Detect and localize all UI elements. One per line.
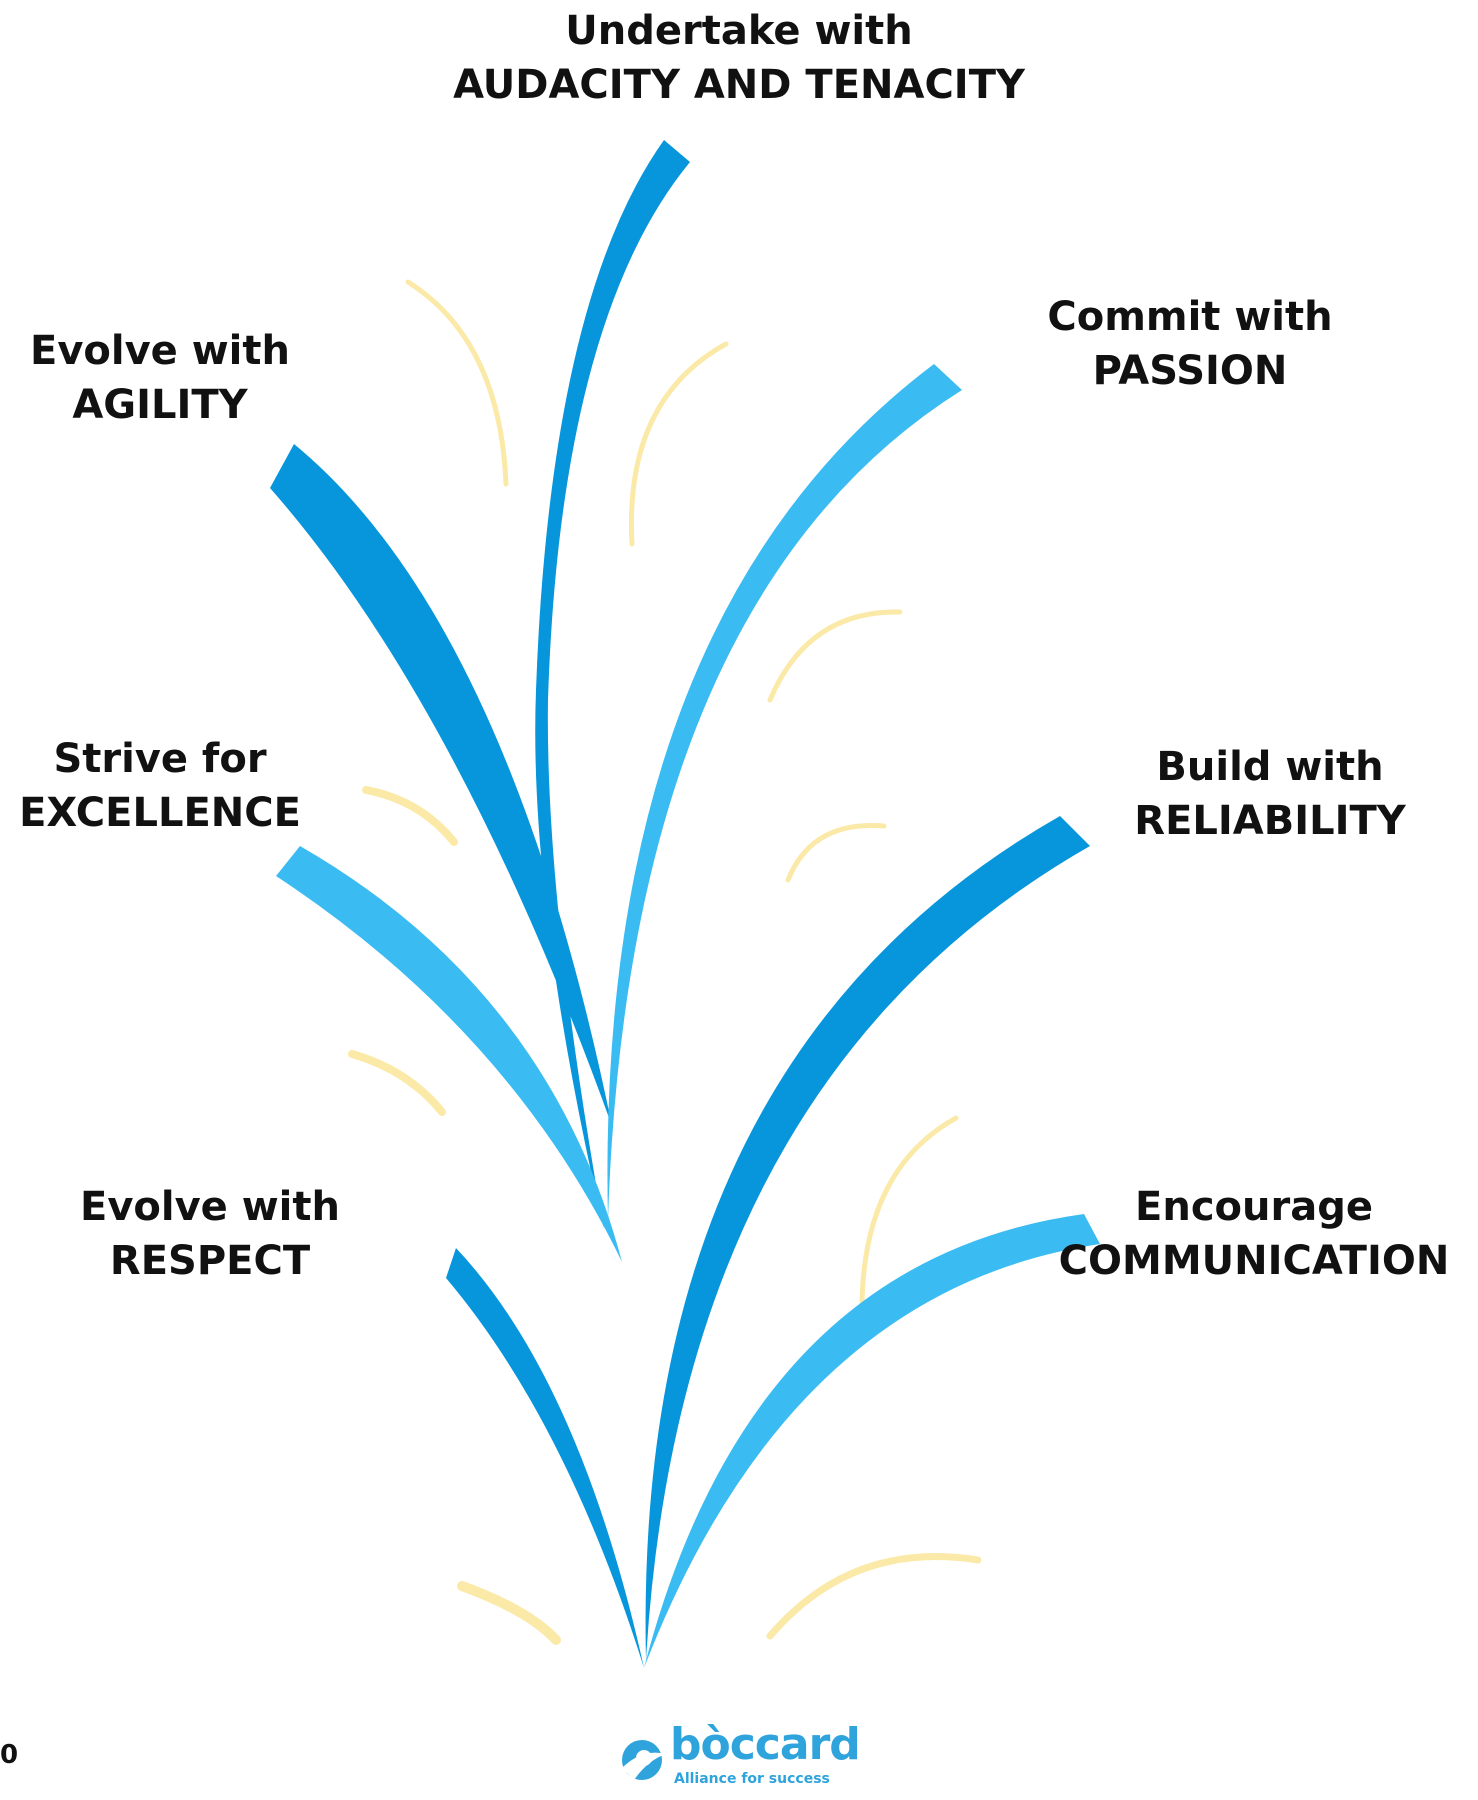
- leaf-reliability: [645, 816, 1090, 1660]
- accent-stroke: [628, 341, 729, 547]
- accent-stroke: [457, 1581, 561, 1645]
- label-line: AGILITY: [72, 382, 248, 428]
- label-line: Evolve with: [30, 328, 290, 374]
- value-label-communication: Encourage COMMUNICATION: [1030, 1180, 1478, 1288]
- leaf-audacity-tenacity: [535, 140, 690, 1230]
- leaf-respect: [446, 1248, 644, 1668]
- label-line: PASSION: [1092, 348, 1288, 394]
- logo-mark-icon: [622, 1740, 666, 1780]
- leaf-passion: [607, 364, 962, 1220]
- value-label-agility: Evolve with AGILITY: [10, 324, 310, 432]
- logo-wordmark: bòccard: [670, 1719, 861, 1770]
- accent-stroke: [405, 279, 509, 487]
- accent-stroke: [767, 609, 903, 703]
- label-line: Build with: [1156, 744, 1384, 790]
- label-line: Commit with: [1047, 294, 1333, 340]
- label-line: RESPECT: [109, 1238, 311, 1284]
- label-line: Undertake with: [565, 8, 913, 54]
- accent-stroke: [766, 1553, 982, 1640]
- accent-strokes: [348, 279, 982, 1645]
- leaf-excellence: [276, 846, 622, 1262]
- label-line: EXCELLENCE: [19, 790, 301, 836]
- boccard-logo: bòccard Alliance for success: [618, 1720, 861, 1800]
- value-label-reliability: Build with RELIABILITY: [1110, 740, 1430, 848]
- value-label-audacity-tenacity: Undertake with AUDACITY AND TENACITY: [389, 4, 1089, 112]
- value-label-passion: Commit with PASSION: [1030, 290, 1350, 398]
- label-line: RELIABILITY: [1134, 798, 1406, 844]
- leaf-agility: [270, 444, 612, 1126]
- label-line: AUDACITY AND TENACITY: [453, 62, 1025, 108]
- accent-stroke: [362, 786, 458, 846]
- label-line: Strive for: [53, 736, 267, 782]
- label-line: Encourage: [1135, 1184, 1373, 1230]
- logo-tagline: Alliance for success: [674, 1771, 830, 1787]
- leaf-communication: [644, 1214, 1100, 1668]
- accent-stroke: [785, 822, 887, 883]
- label-line: Evolve with: [80, 1184, 340, 1230]
- leaves: [270, 140, 1100, 1668]
- value-label-respect: Evolve with RESPECT: [60, 1180, 360, 1288]
- value-label-excellence: Strive for EXCELLENCE: [0, 732, 320, 840]
- accent-stroke: [348, 1050, 446, 1116]
- label-line: COMMUNICATION: [1058, 1238, 1450, 1284]
- page-number: 0: [0, 1740, 19, 1770]
- accent-stroke: [859, 1115, 959, 1313]
